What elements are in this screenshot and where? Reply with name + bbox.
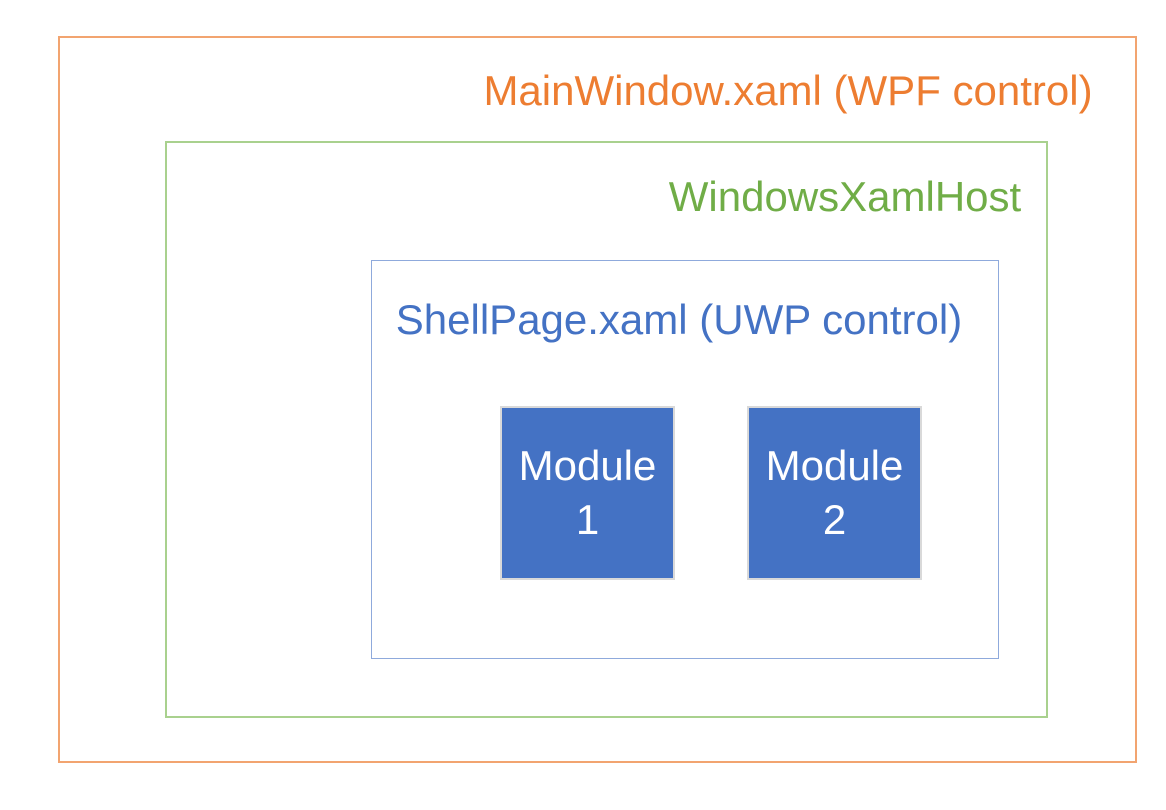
module-2-box: Module 2 xyxy=(747,406,922,580)
shellpage-box: ShellPage.xaml (UWP control) Module 1 Mo… xyxy=(371,260,999,659)
module-2-label-line1: Module xyxy=(765,442,904,490)
module-1-box: Module 1 xyxy=(500,406,675,580)
module-1-label-line1: Module xyxy=(518,442,657,490)
mainwindow-label: MainWindow.xaml (WPF control) xyxy=(483,67,1093,114)
module-2-label-line2: 2 xyxy=(822,496,847,543)
shellpage-label: ShellPage.xaml (UWP control) xyxy=(395,296,963,343)
mainwindow-box: MainWindow.xaml (WPF control) WindowsXam… xyxy=(58,36,1137,763)
windowsxamlhost-box: WindowsXamlHost ShellPage.xaml (UWP cont… xyxy=(165,141,1048,718)
module-1-label-line2: 1 xyxy=(575,496,600,543)
windowsxamlhost-label: WindowsXamlHost xyxy=(668,173,1022,220)
